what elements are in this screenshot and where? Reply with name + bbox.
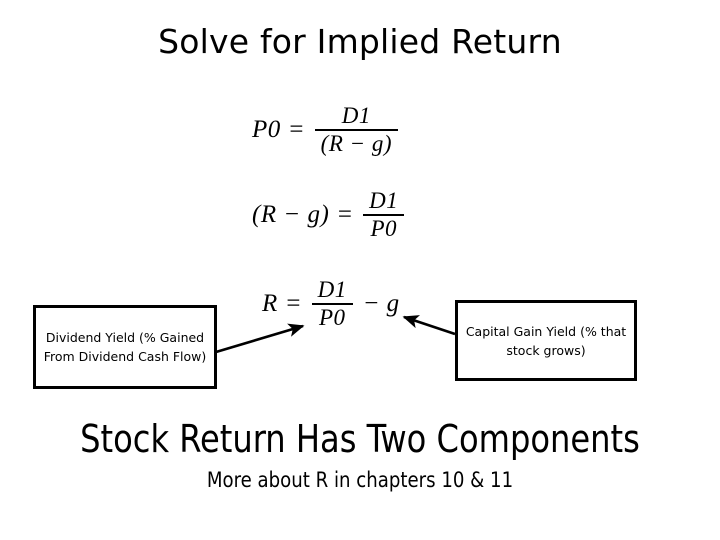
callout-dividend-yield-label: Dividend Yield (% Gained From Dividend C… [43,330,207,364]
callout-capital-gain-yield-label: Capital Gain Yield (% that stock grows) [465,323,627,358]
equation-3-fraction: D1 P0 [311,277,353,331]
page-title: Solve for Implied Return [158,22,562,61]
equation-3-denominator: P0 [318,305,346,331]
equation-1-denominator: (R − g) [320,131,393,157]
equation-2-relation: = [336,201,354,229]
equation-2-fraction: D1 P0 [363,188,405,242]
callout-dividend-yield: Dividend Yield (% Gained From Dividend C… [33,305,217,389]
equation-2-denominator: P0 [370,216,398,242]
equation-1-numerator: D1 [341,103,371,128]
callout-capital-gain-yield: Capital Gain Yield (% that stock grows) [455,300,637,381]
capital-gain-yield-arrow [402,315,456,336]
equation-3-lhs: R [262,290,278,318]
equation-required-return-minus-growth: (R − g) = D1 P0 [252,188,407,242]
equation-1-relation: = [287,116,305,144]
equation-implied-return: R = D1 P0 − g [262,277,400,331]
fraction-bar [314,129,399,132]
equation-1-fraction: D1 (R − g) [314,103,399,157]
bottom-subheading: More about R in chapters 10 & 11 [206,468,514,492]
equation-3-relation: = [284,290,302,318]
equation-3-numerator: D1 [317,277,347,302]
equation-2-numerator: D1 [369,188,399,213]
bottom-heading: Stock Return Has Two Components [80,417,640,461]
equation-price-formula: P0 = D1 (R − g) [252,103,401,157]
fraction-bar [311,303,353,306]
equation-1-lhs: P0 [252,116,281,144]
fraction-bar [363,214,405,217]
equation-2-lhs: (R − g) [252,201,330,229]
equation-3-trailing-term: g [386,290,400,318]
equation-3-trailing-operator: − [362,290,380,318]
